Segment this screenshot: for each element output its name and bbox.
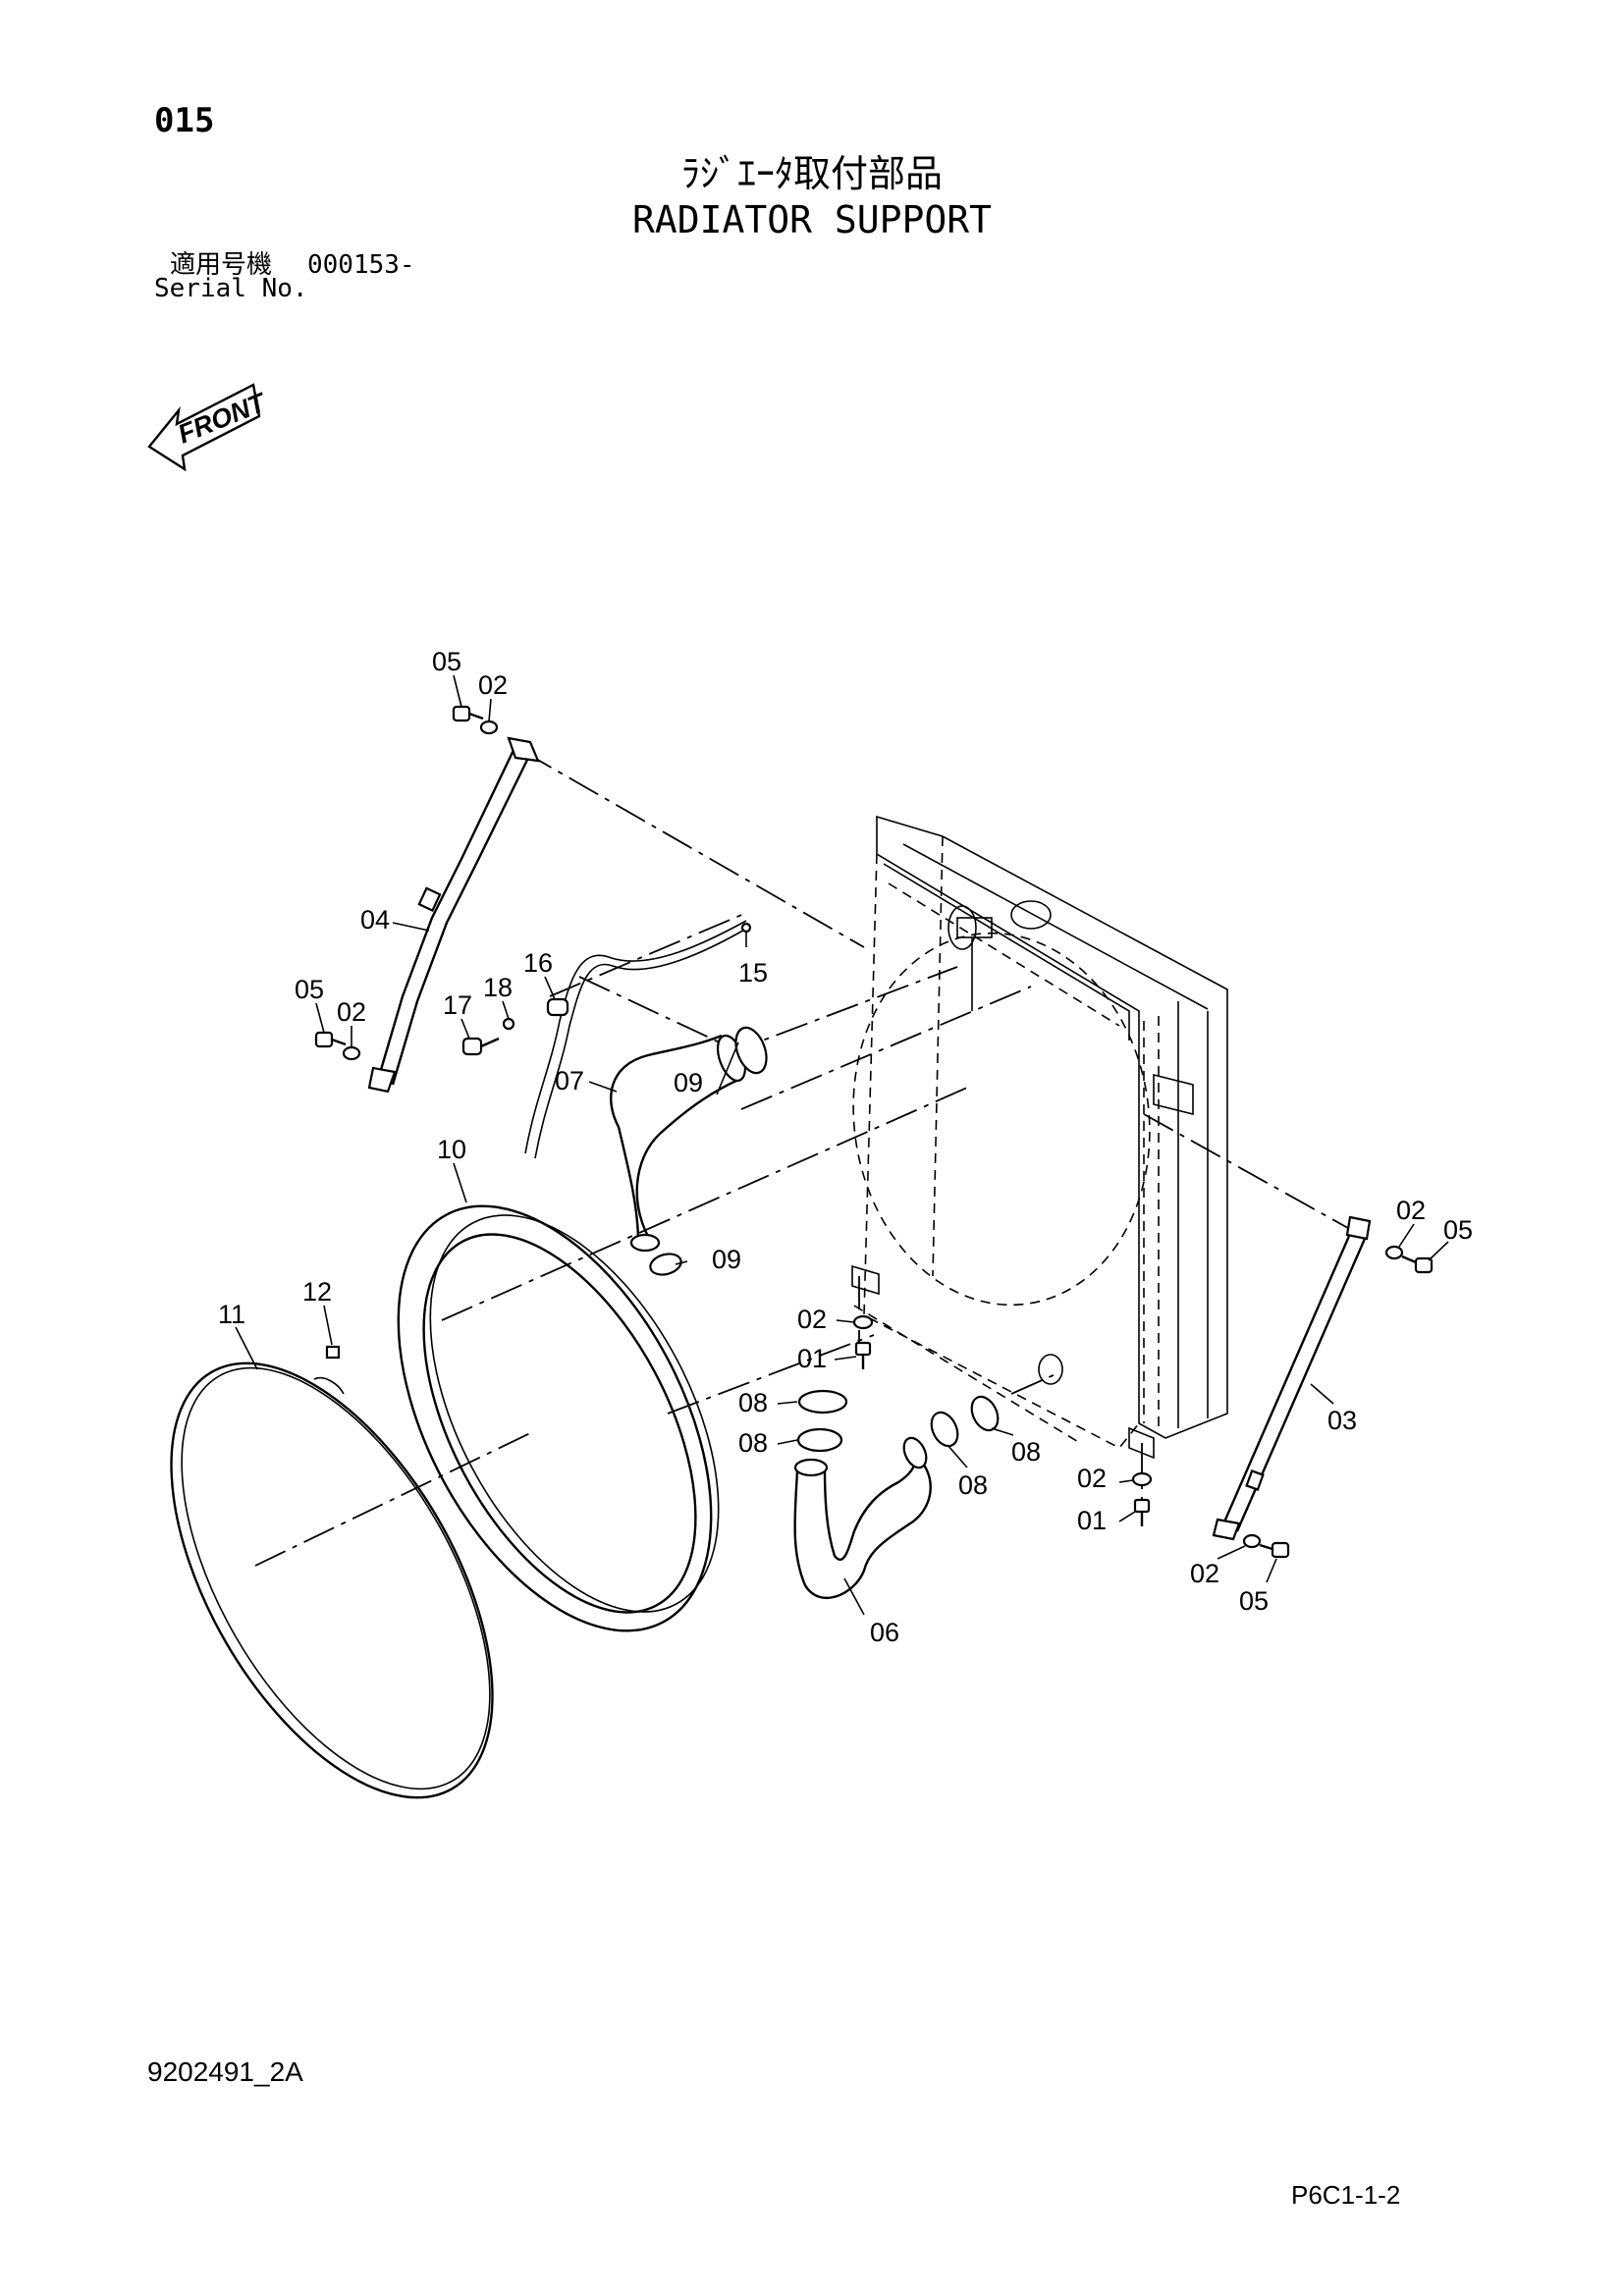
callout-06: 06 xyxy=(870,1618,899,1647)
callout-02-center: 02 xyxy=(797,1305,827,1334)
stay-04 xyxy=(367,736,540,1094)
callout-02-right-bot: 02 xyxy=(1190,1559,1219,1588)
washer-18 xyxy=(502,1017,515,1031)
callout-labels: 05 02 04 05 02 17 18 16 15 09 07 09 10 1… xyxy=(218,647,1473,1647)
page-number: 015 xyxy=(154,101,215,140)
callout-02-left: 02 xyxy=(337,997,366,1027)
callout-09-top: 09 xyxy=(674,1068,703,1097)
clamp-09-mid xyxy=(649,1253,682,1276)
bolt-05-right-bot xyxy=(1259,1541,1290,1559)
assembly-lines xyxy=(254,750,1356,1567)
callout-11: 11 xyxy=(218,1300,245,1329)
radiator-core xyxy=(851,815,1228,1460)
washer-02-left xyxy=(342,1045,361,1061)
callout-12: 12 xyxy=(302,1277,332,1307)
serial-label-japanese: 適用号機 xyxy=(170,250,273,280)
callout-07: 07 xyxy=(555,1066,584,1095)
front-label: FRONT xyxy=(174,387,272,450)
bolt-05-right-top xyxy=(1401,1255,1434,1274)
callout-05-right-top: 05 xyxy=(1443,1215,1473,1245)
title-japanese: ﾗｼﾞｴｰﾀ取付部品 xyxy=(680,152,943,195)
callout-05-left: 05 xyxy=(295,975,324,1004)
drawing-id: 9202491_2A xyxy=(147,2056,303,2087)
serial-label-english: Serial No. xyxy=(154,274,308,303)
clamp-08-b xyxy=(796,1427,843,1453)
washer-02-right-mid xyxy=(1131,1471,1153,1487)
callout-05-top: 05 xyxy=(432,647,461,676)
serial-value: 000153- xyxy=(307,250,415,280)
callout-10: 10 xyxy=(437,1135,466,1164)
clamp-08-c xyxy=(930,1411,959,1448)
callout-02-top: 02 xyxy=(478,670,508,700)
leader-lines xyxy=(235,674,1449,1616)
washer-02-top xyxy=(479,720,499,735)
page-code: P6C1-1-2 xyxy=(1291,2180,1401,2210)
callout-08-d: 08 xyxy=(1011,1437,1041,1467)
hose-15 xyxy=(524,920,752,1159)
callout-16: 16 xyxy=(523,948,553,978)
fan-ring-10 xyxy=(397,1204,720,1632)
callout-09-mid: 09 xyxy=(712,1245,741,1274)
callout-03: 03 xyxy=(1327,1406,1357,1435)
callout-02-right-mid: 02 xyxy=(1077,1464,1107,1493)
callout-15: 15 xyxy=(738,958,768,988)
clamp-16 xyxy=(546,997,569,1017)
callout-17: 17 xyxy=(443,990,472,1020)
bolt-05-top xyxy=(452,705,484,722)
callout-04: 04 xyxy=(360,905,390,934)
callout-01-right-mid: 01 xyxy=(1077,1506,1107,1535)
washer-02-right-top xyxy=(1384,1245,1404,1260)
callout-01-center: 01 xyxy=(797,1344,827,1373)
callout-02-right-top: 02 xyxy=(1396,1196,1426,1225)
clamp-08-a xyxy=(797,1389,848,1415)
clamp-09-top xyxy=(734,1026,768,1075)
title-english: RADIATOR SUPPORT xyxy=(631,198,993,241)
clip-12 xyxy=(325,1345,341,1360)
clamp-08-d xyxy=(970,1395,1000,1432)
bolt-01-right-mid xyxy=(1133,1498,1151,1526)
bolt-01-center xyxy=(854,1341,872,1369)
callout-18: 18 xyxy=(483,973,513,1002)
bolt-05-left xyxy=(314,1031,347,1048)
stay-03 xyxy=(1212,1215,1372,1541)
washer-02-center xyxy=(852,1314,874,1330)
callout-08-c: 08 xyxy=(958,1470,988,1500)
hose-06 xyxy=(793,1436,932,1599)
front-arrow-icon: FRONT xyxy=(147,383,272,472)
bolt-17 xyxy=(461,1037,500,1056)
washer-02-right-bot xyxy=(1242,1533,1262,1549)
callout-08-a: 08 xyxy=(738,1388,768,1417)
callout-08-b: 08 xyxy=(738,1428,768,1458)
callout-05-right-bot: 05 xyxy=(1239,1586,1269,1616)
net-11 xyxy=(170,1362,494,1799)
